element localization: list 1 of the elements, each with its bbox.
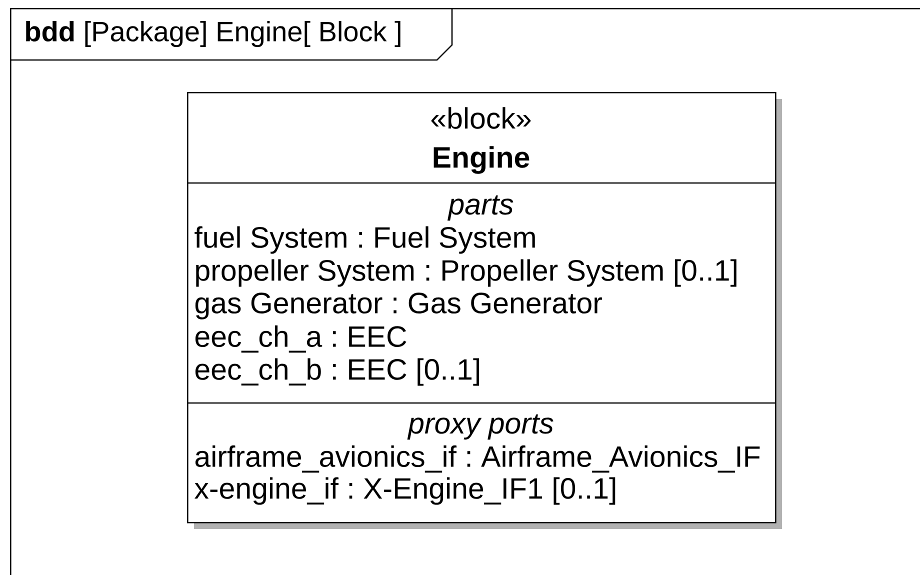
frame-title: bdd [Package] Engine[ Block ]: [26, 20, 400, 48]
